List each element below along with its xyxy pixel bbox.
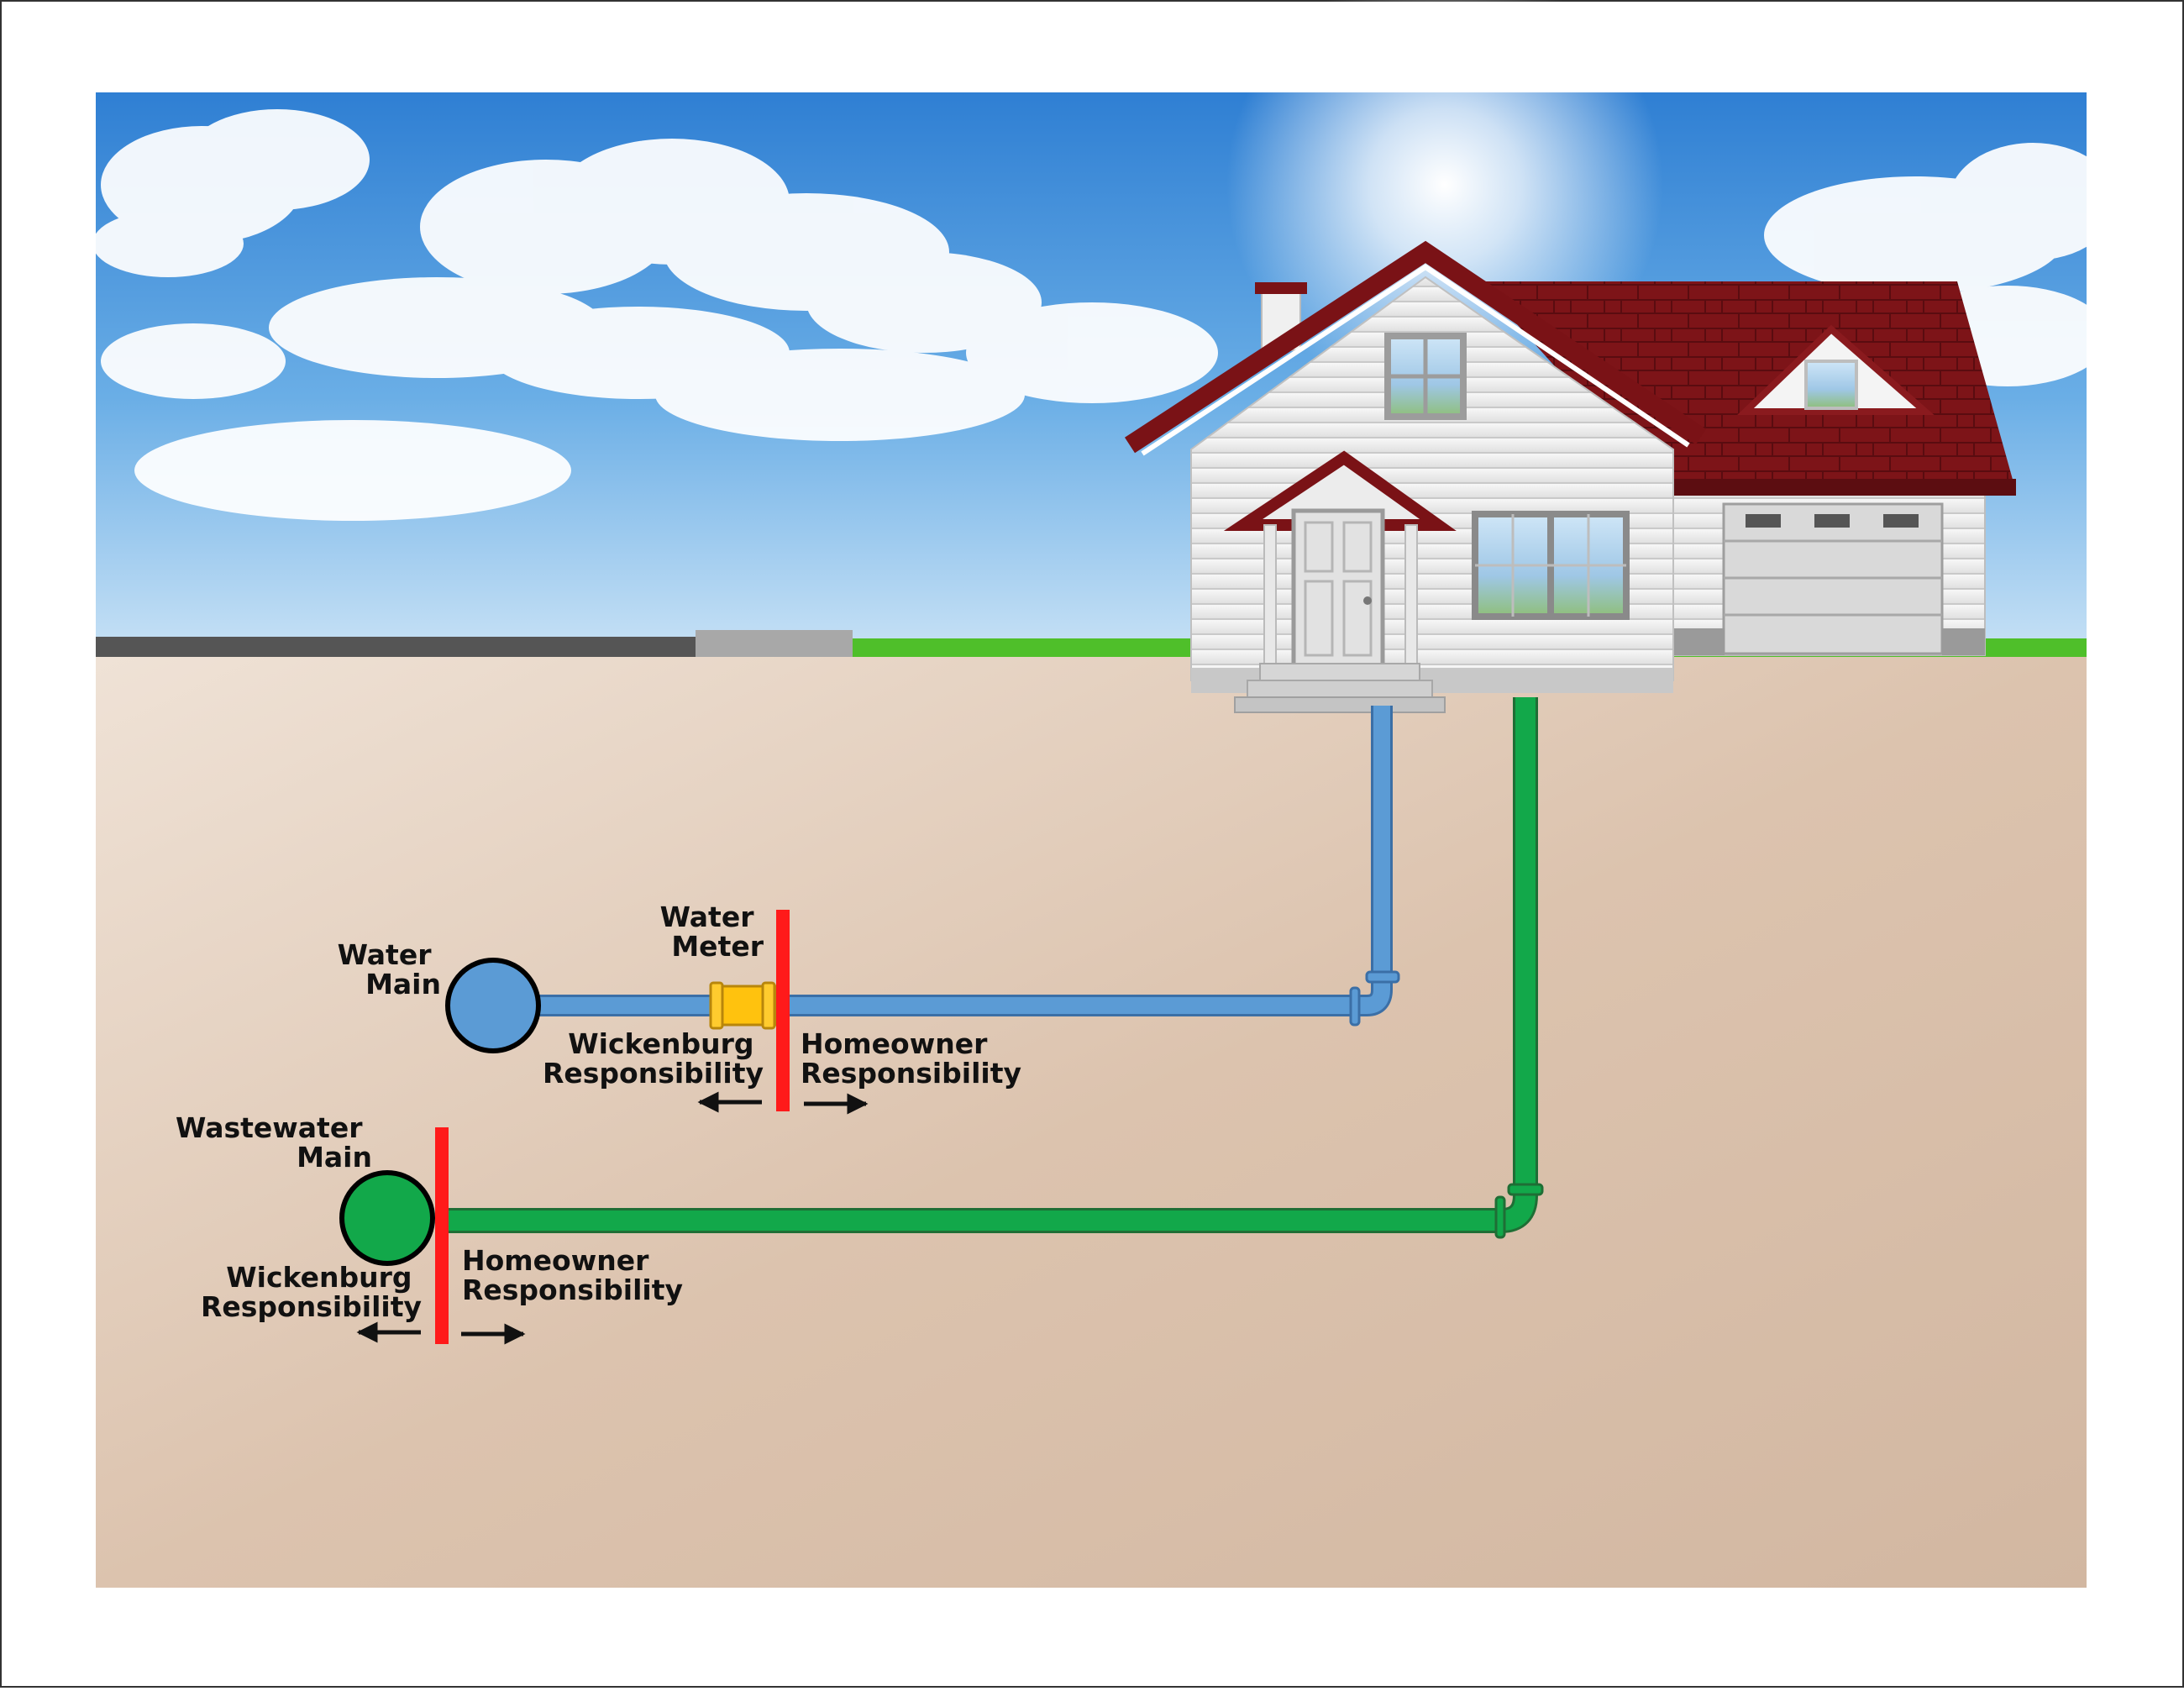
wastewater-main	[339, 1170, 435, 1266]
water-meter	[709, 981, 778, 1030]
garage-roof	[1478, 281, 2016, 491]
wastewater-responsibility-divider	[435, 1127, 449, 1344]
water-city-responsibility-label: Wickenburg Responsibility	[543, 1027, 764, 1090]
clouds	[92, 109, 2117, 521]
front-steps	[1259, 663, 1420, 681]
sky	[92, 0, 2117, 647]
house	[1124, 240, 2016, 713]
sidewalk	[696, 630, 853, 657]
road	[96, 637, 697, 657]
water-main	[445, 958, 541, 1053]
main-roof	[1124, 240, 1707, 454]
soil	[96, 657, 2087, 1588]
water-service-pipe	[521, 706, 1390, 1014]
water-responsibility-divider	[776, 910, 790, 1111]
wastewater-line	[437, 697, 1544, 1239]
water-elbow-fitting	[1349, 986, 1361, 1027]
wastewater-city-responsibility-label: Wickenburg Responsibility	[201, 1261, 422, 1323]
front-door	[1291, 508, 1385, 668]
wastewater-owner-responsibility-label: Homeowner Responsibility	[462, 1244, 683, 1306]
water-line	[521, 706, 1400, 1027]
wastewater-elbow-fitting	[1494, 1195, 1506, 1239]
water-meter-label: Water Meter	[660, 901, 764, 963]
water-owner-responsibility-label: Homeowner Responsibility	[801, 1027, 1021, 1090]
wastewater-main-label: Wastewater Main	[176, 1111, 372, 1174]
water-main-label: Water Main	[338, 938, 441, 1000]
